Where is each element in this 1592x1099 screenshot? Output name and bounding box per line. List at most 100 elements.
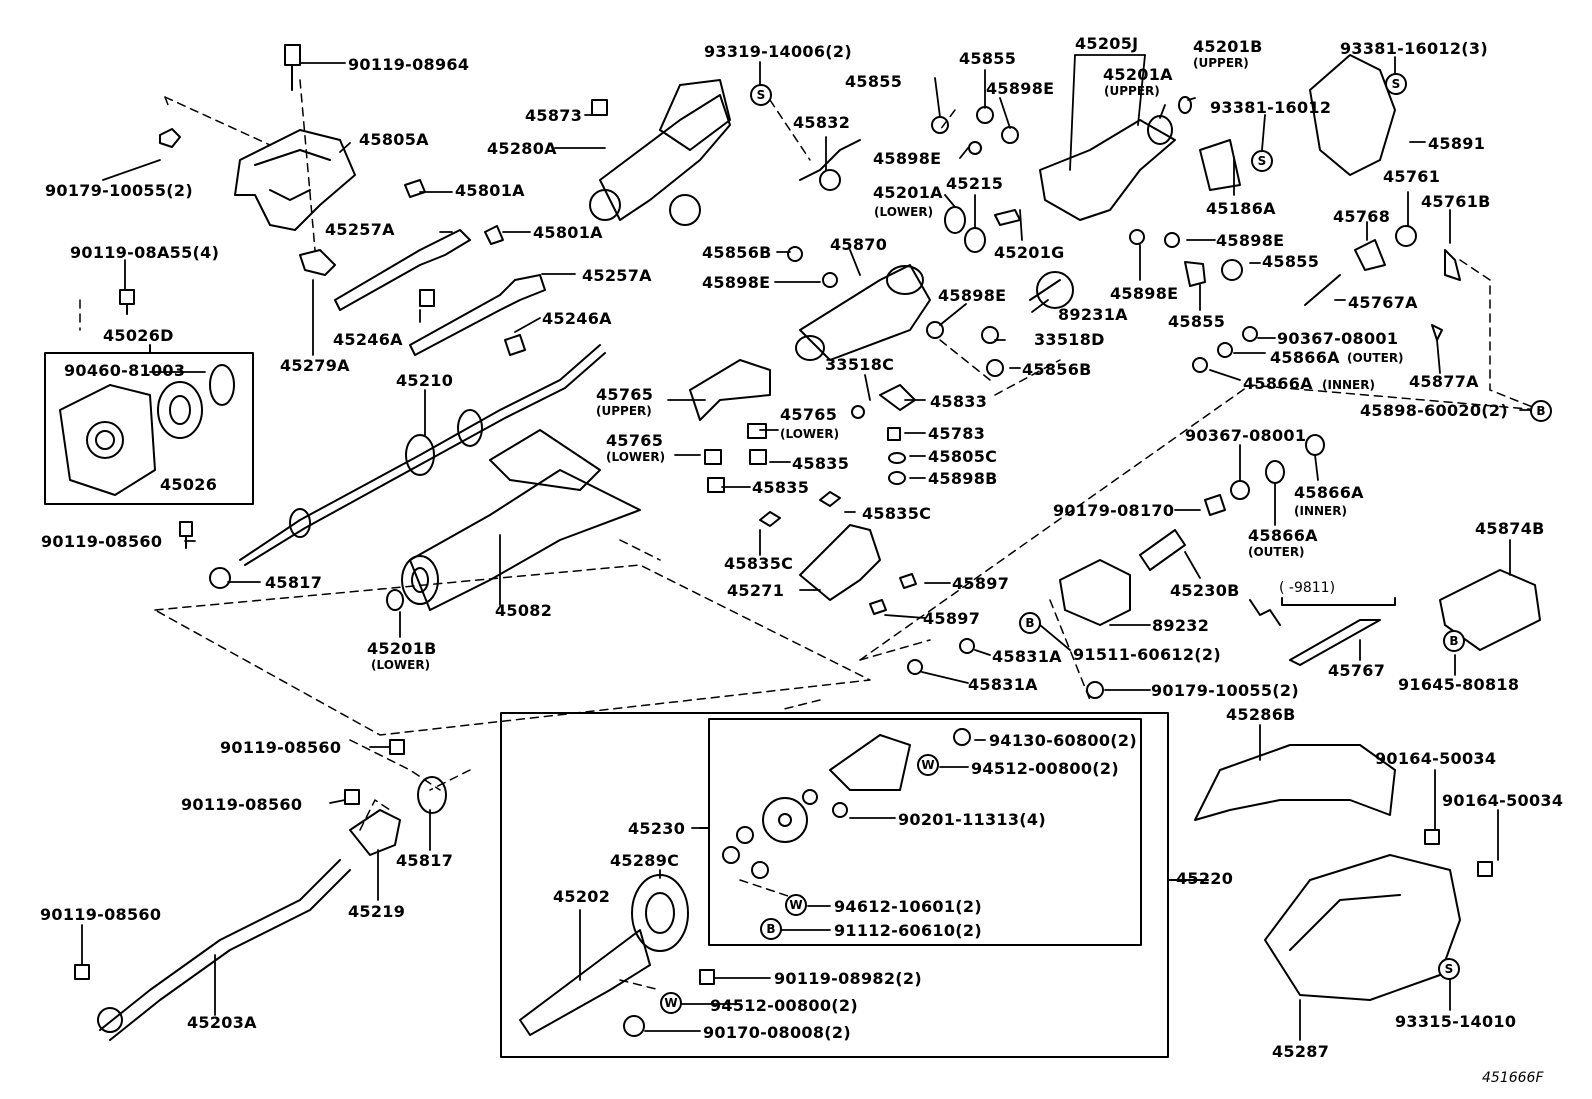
part-label-45835-2: 45835: [752, 478, 810, 497]
part-label-91112-60610: 91112-60610(2): [834, 921, 982, 940]
part-label-45205J: 45205J: [1075, 34, 1139, 53]
badge-b: B: [1019, 612, 1041, 634]
part-label-45202: 45202: [553, 887, 611, 906]
part-label-45246A: 45246A: [542, 309, 612, 328]
part-label-90164-50034: 90164-50034: [1375, 749, 1497, 768]
part-label-45877A: 45877A: [1409, 372, 1479, 391]
badge-b: B: [1443, 630, 1465, 652]
part-label-89232: 89232: [1152, 616, 1210, 635]
part-label-45257A: 45257A: [325, 220, 395, 239]
part-label-45286B: 45286B: [1226, 705, 1296, 724]
part-label-89231A: 89231A: [1058, 305, 1128, 324]
part-label-45230: 45230: [628, 819, 686, 838]
part-label-94512-00800: 94512-00800(2): [971, 759, 1119, 778]
part-label-90179-10055: 90179-10055(2): [45, 181, 193, 200]
qualifier-upper: (UPPER): [1193, 56, 1249, 70]
badge-b: B: [760, 918, 782, 940]
part-label-33518C: 33518C: [825, 355, 895, 374]
part-label-45761: 45761: [1383, 167, 1441, 186]
part-label-45866A-inner-2: 45866A: [1294, 483, 1364, 502]
part-label-45279A: 45279A: [280, 356, 350, 375]
part-label-90119-08964: 90119-08964: [348, 55, 470, 74]
part-label-94612-10601: 94612-10601(2): [834, 897, 982, 916]
part-label-94130-60800: 94130-60800(2): [989, 731, 1137, 750]
part-label-90119-08982: 90119-08982(2): [774, 969, 922, 988]
part-label-45203A: 45203A: [187, 1013, 257, 1032]
part-label-45898E: 45898E: [702, 273, 771, 292]
part-label-45765-lower: 45765: [780, 405, 838, 424]
part-label-45271: 45271: [727, 581, 785, 600]
part-label-45832: 45832: [793, 113, 851, 132]
part-label-90119-08560-4: 90119-08560: [40, 905, 162, 924]
qualifier-outer: (OUTER): [1248, 545, 1305, 559]
part-label-45201A-lower: 45201A: [873, 183, 943, 202]
part-label-45082: 45082: [495, 601, 553, 620]
part-label-45805A: 45805A: [359, 130, 429, 149]
part-label-45761B: 45761B: [1421, 192, 1491, 211]
part-label-90460-81003: 90460-81003: [64, 361, 186, 380]
part-label-90170-08008: 90170-08008(2): [703, 1023, 851, 1042]
part-label-45835: 45835: [792, 454, 850, 473]
part-label-45765-lower-2: 45765: [606, 431, 664, 450]
part-label-45220: 45220: [1176, 869, 1234, 888]
badge-w: W: [660, 992, 682, 1014]
part-label-90179-10055-b: 90179-10055(2): [1151, 681, 1299, 700]
diagram-reference-code: 451666F: [1482, 1070, 1544, 1086]
part-label-45874B: 45874B: [1475, 519, 1545, 538]
part-label-45898-60020: 45898-60020(2): [1360, 401, 1508, 420]
part-label-90179-08170: 90179-08170: [1053, 501, 1175, 520]
part-label-45289C: 45289C: [610, 851, 680, 870]
part-label-45897: 45897: [952, 574, 1010, 593]
qualifier-inner: (INNER): [1294, 504, 1347, 518]
part-label-45870: 45870: [830, 235, 888, 254]
part-label-45783: 45783: [928, 424, 986, 443]
part-label-93381-16012-3: 93381-16012(3): [1340, 39, 1488, 58]
qualifier-lower: (LOWER): [371, 658, 431, 672]
part-label-93381-16012: 93381-16012: [1210, 98, 1332, 117]
part-label-45765-upper: 45765: [596, 385, 654, 404]
badge-s: S: [1438, 958, 1460, 980]
part-label-45287: 45287: [1272, 1042, 1330, 1061]
part-label-45767: 45767: [1328, 661, 1386, 680]
part-label-94512-00800-2: 94512-00800(2): [710, 996, 858, 1015]
part-label-45026D: 45026D: [103, 326, 174, 345]
part-label-45280A: 45280A: [487, 139, 557, 158]
part-label-45833: 45833: [930, 392, 988, 411]
part-label-45898E-3: 45898E: [873, 149, 942, 168]
part-label-45898B: 45898B: [928, 469, 998, 488]
badge-w: W: [917, 754, 939, 776]
part-label-45873: 45873: [525, 106, 583, 125]
badge-w: W: [785, 894, 807, 916]
part-label-45201B-upper: 45201B: [1193, 37, 1263, 56]
qualifier-inner: (INNER): [1322, 378, 1375, 392]
part-label-45246A-2: 45246A: [333, 330, 403, 349]
part-label-45801A: 45801A: [455, 181, 525, 200]
badge-s: S: [750, 84, 772, 106]
part-label-90119-08560: 90119-08560: [41, 532, 163, 551]
part-label-90201-11313: 90201-11313(4): [898, 810, 1046, 829]
qualifier-lower: (LOWER): [780, 427, 840, 441]
part-label-45805C: 45805C: [928, 447, 998, 466]
part-label-45210: 45210: [396, 371, 454, 390]
part-label-91511-60612: 91511-60612(2): [1073, 645, 1221, 664]
part-label-45898E-6: 45898E: [1110, 284, 1179, 303]
part-label-45026: 45026: [160, 475, 218, 494]
part-label-45855-4: 45855: [1168, 312, 1226, 331]
part-label-45831A-2: 45831A: [968, 675, 1038, 694]
part-label-93319-14006: 93319-14006(2): [704, 42, 852, 61]
part-label-45201A-upper: 45201A: [1103, 65, 1173, 84]
part-label-90119-08560-3: 90119-08560: [181, 795, 303, 814]
part-label-45801A-2: 45801A: [533, 223, 603, 242]
part-label-45856B: 45856B: [702, 243, 772, 262]
part-label-45831A: 45831A: [992, 647, 1062, 666]
part-label-45891: 45891: [1428, 134, 1486, 153]
part-label-45768: 45768: [1333, 207, 1391, 226]
qualifier-lower: (LOWER): [606, 450, 666, 464]
part-label-45767A: 45767A: [1348, 293, 1418, 312]
part-label-45866A-outer: 45866A: [1270, 348, 1340, 367]
part-label-33518D: 33518D: [1034, 330, 1105, 349]
part-label-45855: 45855: [845, 72, 903, 91]
part-label-45898E-2: 45898E: [986, 79, 1055, 98]
